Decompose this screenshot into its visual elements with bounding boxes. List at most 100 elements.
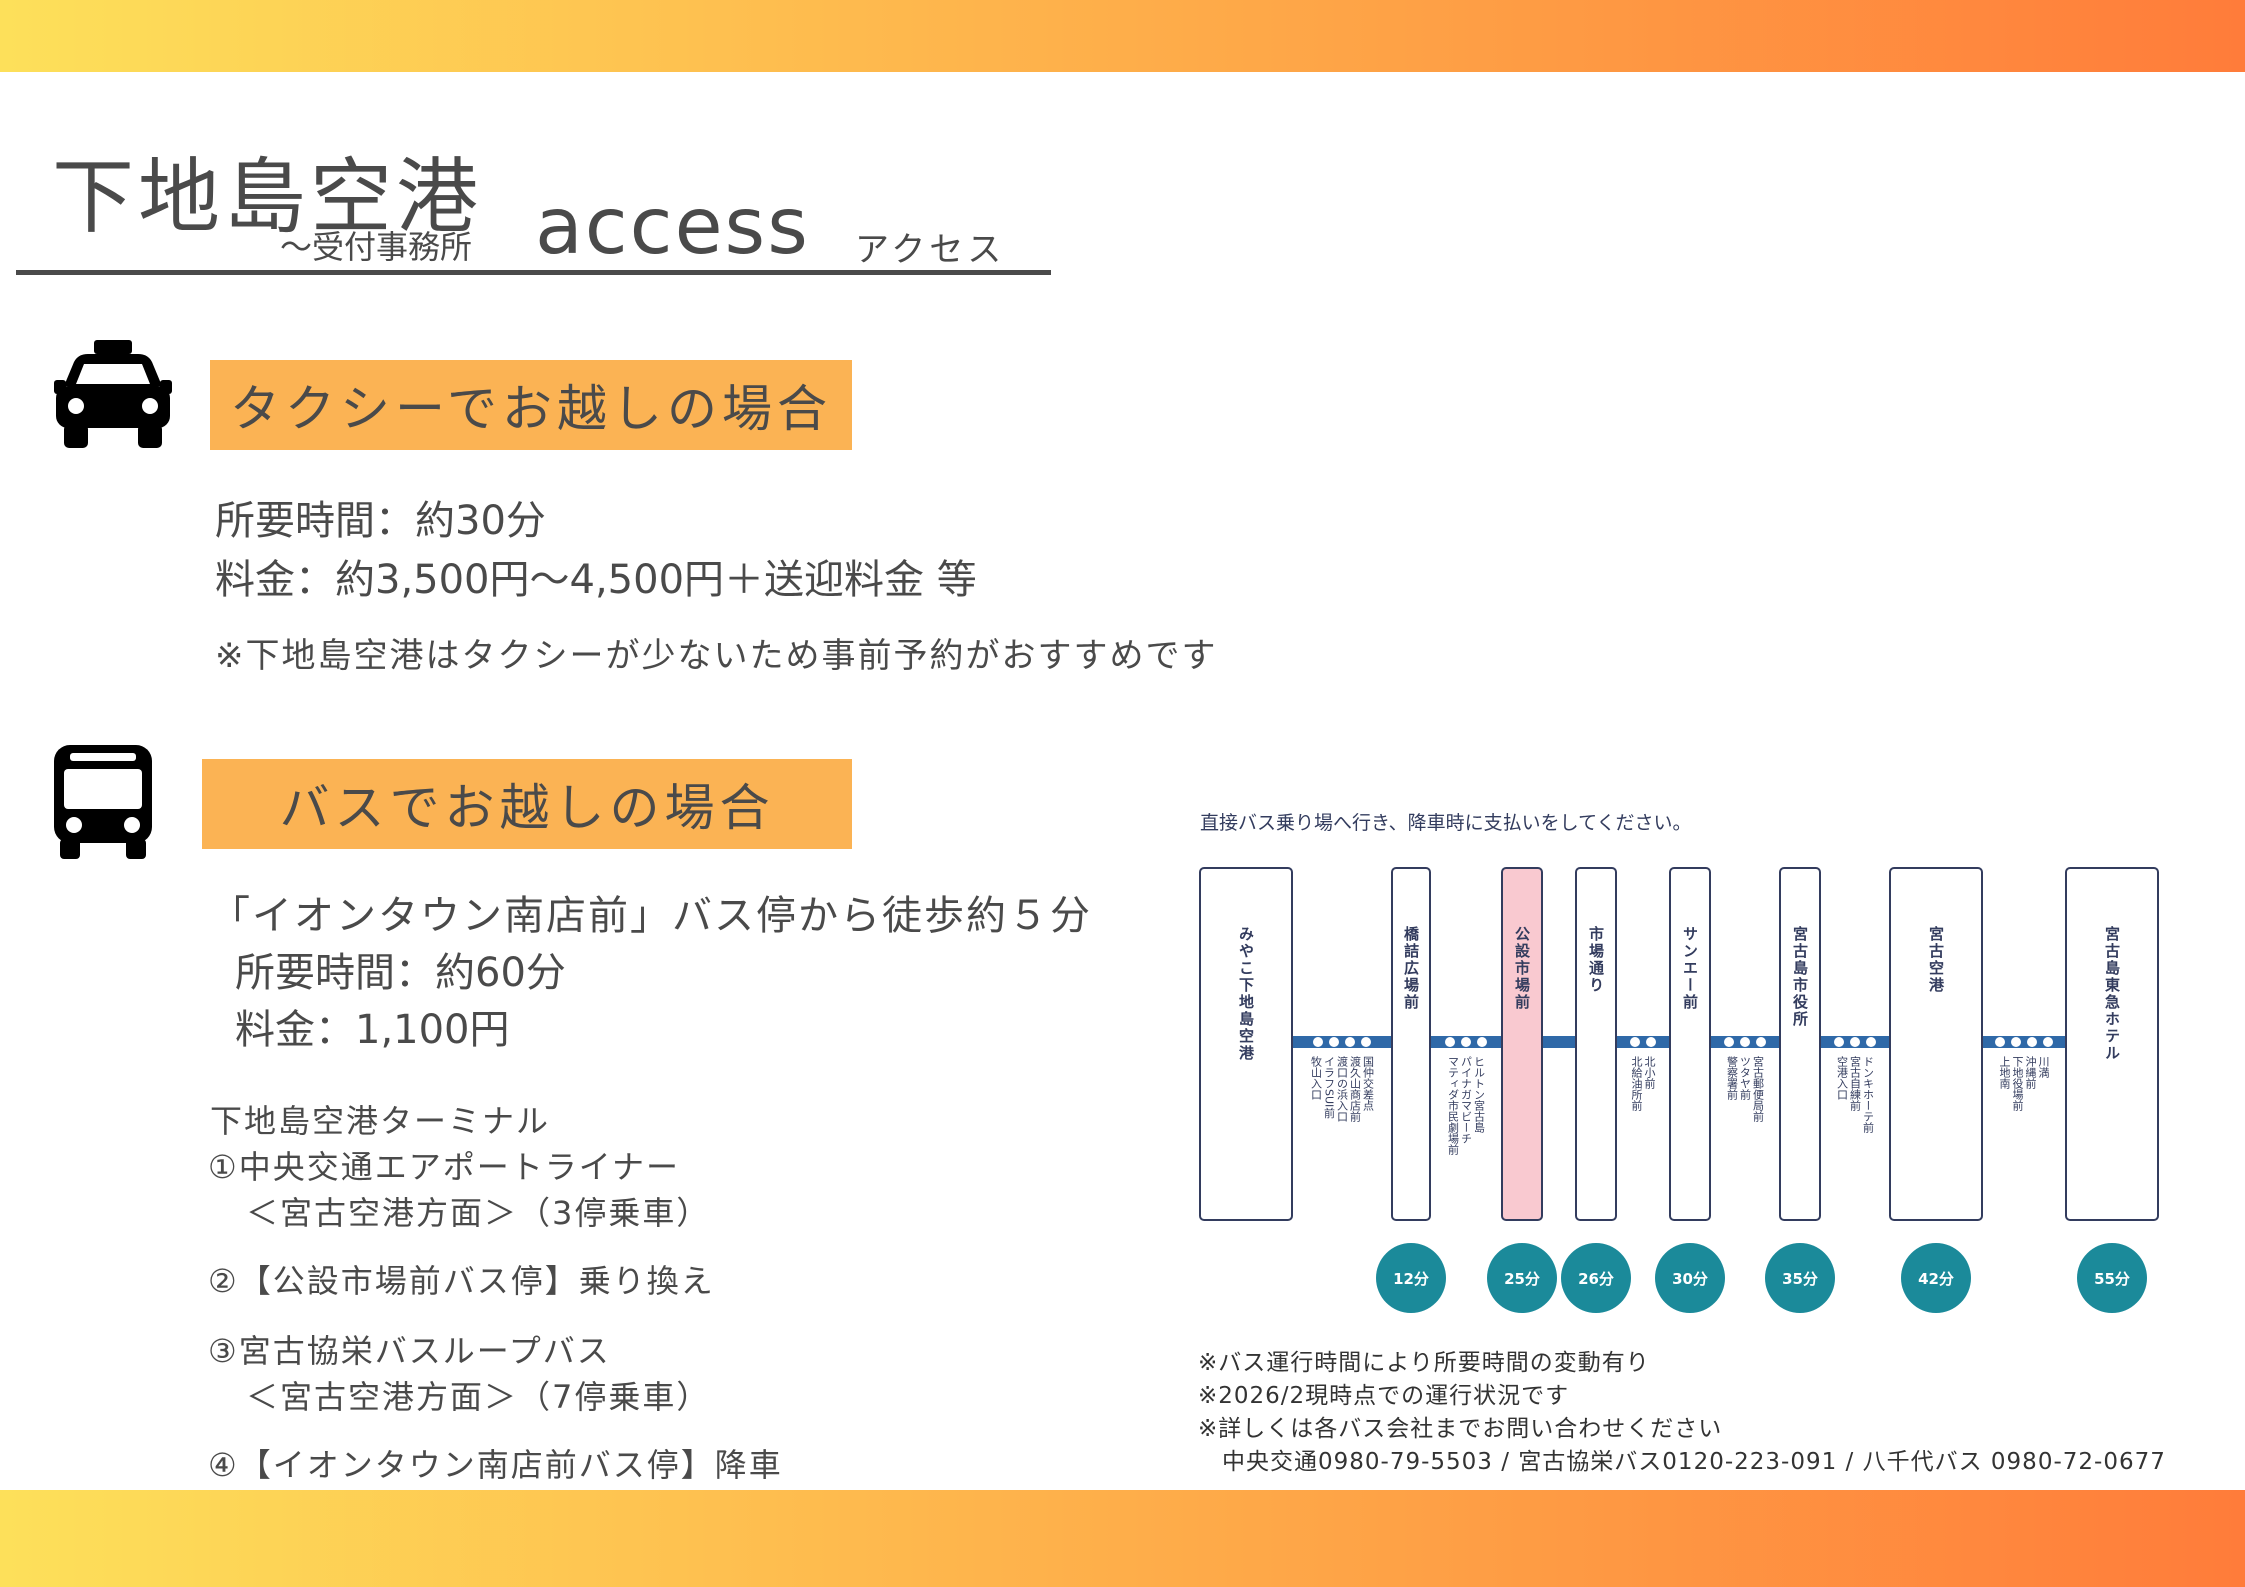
bus-fare: 料金：1,100円 (235, 1007, 510, 1053)
intermediate-stop-label: 下地役場前 (2011, 1056, 2024, 1112)
route-line-segment (1616, 1036, 1670, 1048)
intermediate-stop-dot (1477, 1037, 1487, 1047)
bottom-gradient-band (0, 1490, 2245, 1587)
intermediate-stop-label: イラフSUI前 (1323, 1056, 1336, 1119)
stop-name: 宮古島市役所 (1791, 925, 1809, 1028)
intermediate-stop-label: 北小前 (1643, 1056, 1656, 1090)
minutes-badge (2077, 1243, 2147, 1313)
intermediate-stop-dot (2011, 1037, 2021, 1047)
intermediate-stop-dot (1866, 1037, 1876, 1047)
bus-icon (54, 745, 152, 859)
bus-company-contacts: 中央交通0980-79-5503 / 宮古協栄バス0120-223-091 / … (1222, 1449, 2166, 1475)
taxi-heading-text: タクシーでお越しの場合 (230, 380, 832, 438)
taxi-fare: 料金：約3,500円～4,500円＋送迎料金 等 (215, 557, 977, 603)
access-kana: アクセス (855, 230, 1006, 270)
minutes-label: 55分 (2094, 1270, 2130, 1288)
intermediate-stop-label: 宮古郵便局前 (1752, 1055, 1765, 1123)
route-note: ※バス運行時間により所要時間の変動有り (1198, 1350, 1650, 1376)
intermediate-stop-label: ヒルトン宮古島 (1473, 1056, 1486, 1134)
intermediate-stop-label: 宮古自練前 (1849, 1055, 1862, 1112)
intermediate-stop-label: ツタヤ前 (1739, 1056, 1752, 1101)
intermediate-stop-dot (1850, 1037, 1860, 1047)
intermediate-stop-dot (1834, 1037, 1844, 1047)
bus-step: ③宮古協栄バスループバス (208, 1332, 611, 1370)
intermediate-stop-dot (1740, 1037, 1750, 1047)
intermediate-stop-dot (1630, 1037, 1640, 1047)
bus-step: 下地島空港ターミナル (210, 1102, 551, 1140)
intermediate-stop-dot (1329, 1037, 1339, 1047)
intermediate-stop-dot (1313, 1037, 1323, 1047)
route-note: ※2026/2現時点での運行状況です (1198, 1383, 1570, 1409)
page-subtitle: ～受付事務所 (280, 228, 473, 266)
stop-box (1391, 867, 1431, 1221)
route-line-segment (1292, 1036, 1392, 1048)
intermediate-stop-label: 警察署前 (1726, 1055, 1739, 1101)
minutes-label: 30分 (1672, 1270, 1708, 1288)
bus-walk-info: 「イオンタウン南店前」バス停から徒歩約５分 (210, 893, 1092, 939)
minutes-label: 25分 (1504, 1270, 1540, 1288)
intermediate-stop-dot (1345, 1037, 1355, 1047)
route-caption: 直接バス乗り場へ行き、降車時に支払いをしてください。 (1200, 812, 1692, 834)
intermediate-stop-dot (1461, 1037, 1471, 1047)
minutes-badge (1487, 1243, 1557, 1313)
minutes-label: 42分 (1918, 1270, 1954, 1288)
minutes-badge (1655, 1243, 1725, 1313)
intermediate-stop-label: 北給油所前 (1630, 1056, 1643, 1112)
stop-name: 橋詰広場前 (1402, 925, 1420, 1011)
minutes-badge (1376, 1243, 1446, 1313)
minutes-badge (1561, 1243, 1631, 1313)
intermediate-stop-label: 空港入口 (1836, 1055, 1849, 1100)
intermediate-stop-dot (1646, 1037, 1656, 1047)
stop-name: サンエー前 (1681, 926, 1699, 1011)
minutes-badge (1901, 1243, 1971, 1313)
stop-name: 公設市場前 (1513, 926, 1531, 1011)
stop-box (1501, 867, 1543, 1221)
intermediate-stop-label: 川満 (2037, 1056, 2050, 1079)
bus-step: ＜宮古空港方面＞（3停乗車） (246, 1194, 711, 1232)
stop-name: 市場通り (1587, 925, 1605, 994)
taxi-note: ※下地島空港はタクシーが少ないため事前予約がおすすめです (215, 636, 1218, 676)
intermediate-stop-dot (1995, 1037, 2005, 1047)
stop-box (1575, 867, 1617, 1221)
bus-step: ＜宮古空港方面＞（7停乗車） (246, 1378, 711, 1416)
stop-name: 宮古空港 (1927, 925, 1945, 994)
intermediate-stop-label: 渡口の浜入口 (1336, 1055, 1349, 1122)
stop-name: みやこ下地島空港 (1237, 926, 1255, 1062)
intermediate-stop-dot (1445, 1037, 1455, 1047)
intermediate-stop-label: 沖縄前 (2024, 1056, 2037, 1090)
intermediate-stop-label: マティダ市民劇場前 (1447, 1056, 1460, 1156)
intermediate-stop-label: 牧山入口 (1310, 1055, 1323, 1100)
route-line-segment (1982, 1036, 2066, 1048)
page-title: 下地島空港 (52, 150, 483, 245)
intermediate-stop-dot (1361, 1037, 1371, 1047)
route-note: ※詳しくは各バス会社までお問い合わせください (1198, 1416, 1723, 1442)
stop-box (1779, 867, 1821, 1221)
intermediate-stop-label: 渡久山商店前 (1349, 1055, 1362, 1123)
route-line-segment (1542, 1036, 1576, 1048)
taxi-icon (54, 340, 172, 448)
bus-step: ①中央交通エアポートライナー (208, 1148, 681, 1186)
intermediate-stop-label: パイナガマビーチ (1460, 1056, 1473, 1144)
intermediate-stop-label: 上地南 (1998, 1056, 2011, 1089)
minutes-label: 12分 (1393, 1270, 1429, 1288)
top-gradient-band (0, 0, 2245, 72)
stop-box (1199, 867, 1293, 1221)
stop-box (1889, 867, 1983, 1221)
minutes-label: 35分 (1782, 1270, 1818, 1288)
intermediate-stop-label: 国仲交差点 (1362, 1056, 1375, 1112)
access-heading: access (535, 182, 810, 272)
bus-step: ②【公設市場前バス停】乗り換え (208, 1262, 715, 1300)
taxi-time: 所要時間：約30分 (215, 498, 546, 544)
bus-time: 所要時間：約60分 (235, 950, 566, 996)
minutes-label: 26分 (1578, 1270, 1614, 1288)
intermediate-stop-dot (1756, 1037, 1766, 1047)
title-underline (16, 270, 1051, 275)
bus-step: ④【イオンタウン南店前バス停】降車 (208, 1446, 783, 1484)
intermediate-stop-dot (2027, 1037, 2037, 1047)
stop-box (1669, 867, 1711, 1221)
minutes-badge (1765, 1243, 1835, 1313)
bus-section-heading: バスでお越しの場合 (202, 759, 852, 849)
bus-heading-text: バスでお越しの場合 (279, 779, 775, 837)
stop-box (2065, 867, 2159, 1221)
